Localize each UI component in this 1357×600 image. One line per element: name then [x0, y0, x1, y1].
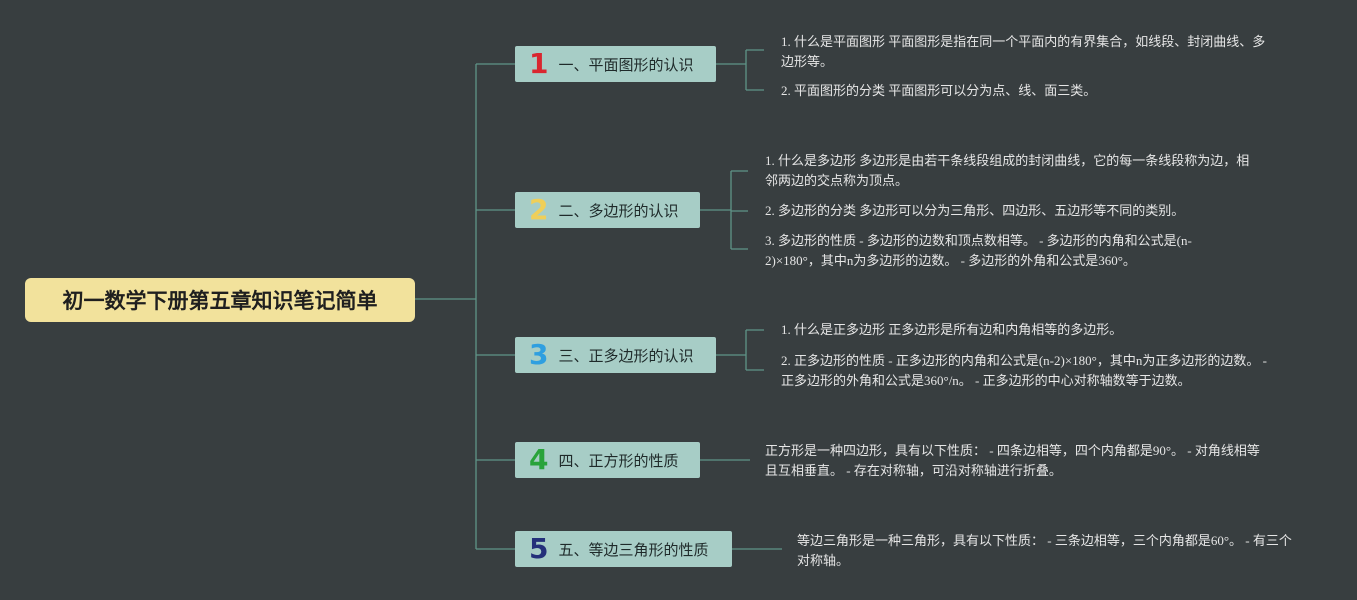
leaf-text: 1. 什么是平面图形 平面图形是指在同一个平面内的有界集合，如线段、封闭曲线、多… [781, 34, 1266, 69]
branch-1-leaf-1[interactable]: 1. 什么是平面图形 平面图形是指在同一个平面内的有界集合，如线段、封闭曲线、多… [781, 32, 1271, 72]
branch-3[interactable]: 3 三、正多边形的认识 [515, 337, 716, 373]
branch-2[interactable]: 2 二、多边形的认识 [515, 192, 700, 228]
leaf-text: 正方形是一种四边形，具有以下性质： - 四条边相等，四个内角都是90°。 - 对… [765, 443, 1260, 478]
branch-3-leaf-1[interactable]: 1. 什么是正多边形 正多边形是所有边和内角相等的多边形。 [781, 320, 1271, 340]
leaf-text: 3. 多边形的性质 - 多边形的边数和顶点数相等。 - 多边形的内角和公式是(n… [765, 233, 1192, 268]
central-topic-title: 初一数学下册第五章知识笔记简单 [62, 289, 378, 313]
number-4-icon: 4 [529, 443, 549, 476]
leaf-text: 1. 什么是多边形 多边形是由若干条线段组成的封闭曲线，它的每一条线段称为边，相… [765, 153, 1250, 188]
branch-5-leaf-1[interactable]: 等边三角形是一种三角形，具有以下性质： - 三条边相等，三个内角都是60°。 -… [797, 531, 1292, 571]
leaf-text: 1. 什么是正多边形 正多边形是所有边和内角相等的多边形。 [781, 322, 1123, 337]
number-2-icon: 2 [529, 193, 549, 226]
number-5-icon: 5 [529, 532, 549, 565]
central-topic[interactable]: 初一数学下册第五章知识笔记简单 [25, 278, 415, 322]
branch-4-label: 四、正方形的性质 [558, 451, 679, 470]
leaf-text: 等边三角形是一种三角形，具有以下性质： - 三条边相等，三个内角都是60°。 -… [797, 533, 1292, 568]
branch-4[interactable]: 4 四、正方形的性质 [515, 442, 700, 478]
branch-2-leaf-1[interactable]: 1. 什么是多边形 多边形是由若干条线段组成的封闭曲线，它的每一条线段称为边，相… [765, 151, 1255, 191]
branch-3-label: 三、正多边形的认识 [558, 346, 694, 365]
branch-2-label: 二、多边形的认识 [558, 201, 679, 220]
branch-5-label: 五、等边三角形的性质 [558, 540, 709, 559]
branch-2-leaf-3[interactable]: 3. 多边形的性质 - 多边形的边数和顶点数相等。 - 多边形的内角和公式是(n… [765, 231, 1233, 271]
branch-1-label: 一、平面图形的认识 [558, 55, 694, 74]
leaf-text: 2. 正多边形的性质 - 正多边形的内角和公式是(n-2)×180°，其中n为正… [781, 353, 1267, 388]
branch-2-leaf-2[interactable]: 2. 多边形的分类 多边形可以分为三角形、四边形、五边形等不同的类别。 [765, 201, 1255, 221]
leaf-text: 2. 多边形的分类 多边形可以分为三角形、四边形、五边形等不同的类别。 [765, 203, 1185, 218]
branch-3-leaf-2[interactable]: 2. 正多边形的性质 - 正多边形的内角和公式是(n-2)×180°，其中n为正… [781, 351, 1276, 391]
number-1-icon: 1 [529, 47, 549, 80]
number-3-icon: 3 [529, 338, 549, 371]
branch-4-leaf-1[interactable]: 正方形是一种四边形，具有以下性质： - 四条边相等，四个内角都是90°。 - 对… [765, 441, 1263, 481]
leaf-text: 2. 平面图形的分类 平面图形可以分为点、线、面三类。 [781, 83, 1097, 98]
branch-1[interactable]: 1 一、平面图形的认识 [515, 46, 716, 82]
branch-1-leaf-2[interactable]: 2. 平面图形的分类 平面图形可以分为点、线、面三类。 [781, 81, 1271, 101]
branch-5[interactable]: 5 五、等边三角形的性质 [515, 531, 732, 567]
